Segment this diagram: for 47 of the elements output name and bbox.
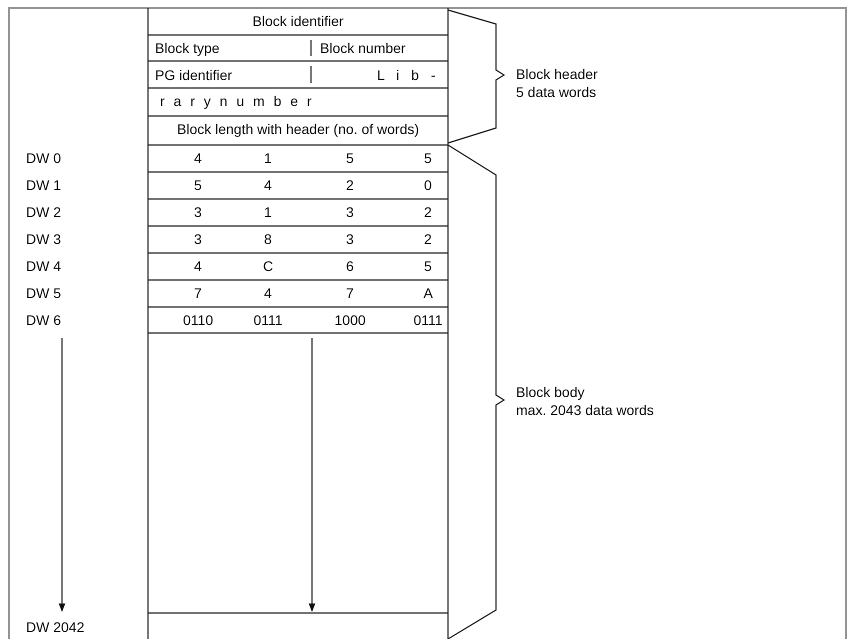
bracket-label: 5 data words <box>516 84 596 100</box>
row-label: DW 2 <box>26 204 61 220</box>
data-value: 0110 <box>183 312 214 328</box>
data-value: 4 <box>194 258 202 274</box>
field-label: Block type <box>155 40 220 56</box>
data-value: 5 <box>424 258 432 274</box>
data-value: C <box>263 258 274 274</box>
field-label: Block number <box>320 40 406 56</box>
data-value: 2 <box>424 204 432 220</box>
data-value: 4 <box>194 150 202 166</box>
data-value: 3 <box>346 204 354 220</box>
data-value: 5 <box>424 150 432 166</box>
bracket-label: max. 2043 data words <box>516 402 654 418</box>
data-value: 5 <box>194 177 202 193</box>
data-value: 1 <box>264 204 272 220</box>
data-value: 2 <box>424 231 432 247</box>
data-value: 3 <box>346 231 354 247</box>
bracket-label: Block body <box>516 384 584 400</box>
row-label: DW 6 <box>26 312 61 328</box>
data-value: 1 <box>264 150 272 166</box>
field-label: PG identifier <box>155 67 232 83</box>
field-label: Block identifier <box>252 13 344 29</box>
row-label: DW 0 <box>26 150 61 166</box>
data-value: 7 <box>346 285 354 301</box>
data-value: 5 <box>346 150 354 166</box>
field-label: r a r y n u m b e r <box>160 93 313 109</box>
data-value: 0111 <box>254 312 283 328</box>
data-value: 2 <box>346 177 354 193</box>
data-value: 4 <box>264 177 272 193</box>
field-label: Block length with header (no. of words) <box>177 121 420 137</box>
data-value: 7 <box>194 285 202 301</box>
data-value: 0 <box>424 177 432 193</box>
row-label: DW 5 <box>26 285 61 301</box>
data-value: 3 <box>194 231 202 247</box>
field-label: L i b - <box>377 67 440 83</box>
data-value: 3 <box>194 204 202 220</box>
row-label: DW 3 <box>26 231 61 247</box>
data-value: 0111 <box>414 312 443 328</box>
data-value: 8 <box>264 231 272 247</box>
row-label: DW 4 <box>26 258 61 274</box>
data-value: 4 <box>264 285 272 301</box>
row-label: DW 2042 <box>26 619 84 635</box>
data-value: 1000 <box>334 312 366 328</box>
bracket-label: Block header <box>516 66 598 82</box>
data-value: 6 <box>346 258 354 274</box>
data-value: A <box>424 285 433 301</box>
row-label: DW 1 <box>26 177 61 193</box>
